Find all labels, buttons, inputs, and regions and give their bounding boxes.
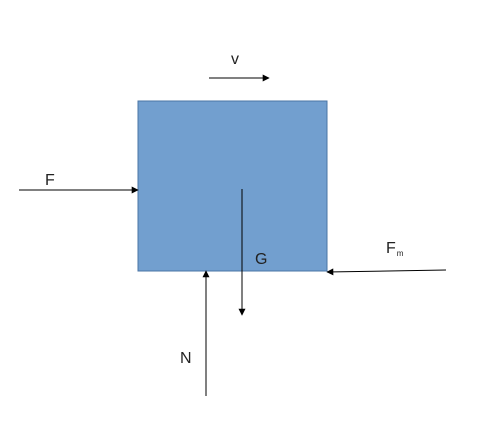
- friction-force-arrow: [326, 268, 447, 276]
- velocity-label: v: [231, 51, 239, 68]
- applied-force-label: F: [45, 172, 55, 189]
- friction-force-label: Fm: [386, 241, 403, 258]
- friction-force-subscript: m: [396, 249, 404, 258]
- normal-force-label: N: [180, 350, 192, 367]
- gravity-label: G: [255, 251, 268, 268]
- block: [137, 100, 328, 272]
- friction-force-main: F: [386, 240, 396, 257]
